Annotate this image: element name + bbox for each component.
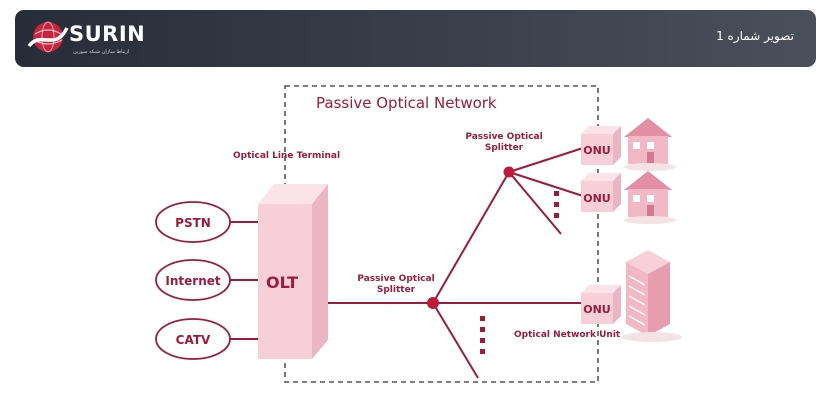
service-catv-label: CATV [176, 333, 211, 347]
service-pstn: PSTN [155, 201, 231, 243]
figure-title: تصویر شماره 1 [716, 29, 794, 43]
logo-tagline: ارتباط سازان شبکه سورین [73, 49, 130, 55]
header-bar: SURIN ارتباط سازان شبکه سورین تصویر شمار… [15, 10, 816, 67]
more-branches-dots-lower [480, 316, 485, 354]
onu-1-label: ONU [583, 144, 611, 157]
house-icon-1 [624, 118, 676, 171]
splitter-main-label-2: Splitter [377, 285, 416, 295]
service-pstn-label: PSTN [175, 216, 211, 230]
pon-title: Passive Optical Network [316, 94, 497, 112]
branch-to-onu-1 [508, 147, 584, 173]
branch-to-top-splitter [432, 171, 510, 304]
olt-label: OLT [266, 273, 298, 292]
more-branches-dots-top [554, 191, 559, 218]
onu-box-3: ONU [581, 285, 621, 324]
branch-to-onu-2 [508, 171, 584, 197]
splitter-main-label-1: Passive Optical [357, 274, 434, 284]
surin-globe-icon [27, 21, 69, 53]
branch-top-lower [508, 171, 562, 235]
splitter-top-label-1: Passive Optical [465, 132, 542, 142]
splitter-top-label-2: Splitter [485, 143, 524, 153]
service-catv: CATV [155, 318, 231, 360]
building-icon [622, 250, 682, 342]
logo-wordmark: SURIN [69, 22, 146, 46]
onu-box-2: ONU [581, 173, 621, 212]
onu-3-label: ONU [583, 303, 611, 316]
splitter-top-node [503, 166, 515, 178]
pon-boundary [284, 85, 599, 383]
house-icon-2 [624, 171, 676, 224]
onu-box-1: ONU [581, 126, 621, 165]
surin-logo[interactable]: SURIN ارتباط سازان شبکه سورین [27, 16, 145, 62]
splitter-main-node [427, 297, 439, 309]
onu-2-label: ONU [583, 192, 611, 205]
olt-caption: Optical Line Terminal [233, 151, 340, 161]
service-internet-label: Internet [165, 274, 220, 288]
service-internet: Internet [155, 259, 231, 301]
onu-caption: Optical Network Unit [514, 330, 621, 340]
olt-box: OLT [258, 184, 328, 359]
branch-lower [432, 302, 479, 379]
